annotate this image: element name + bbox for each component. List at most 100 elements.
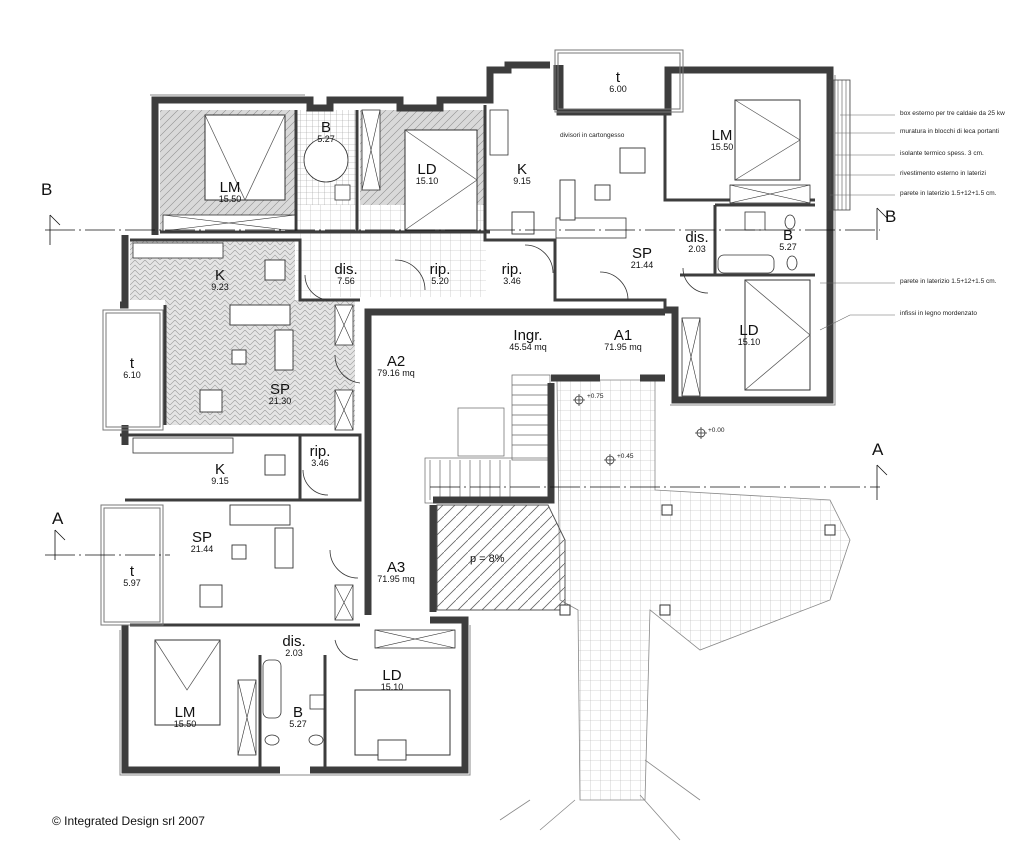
room-ld-bottom: LD 15.10: [370, 668, 414, 692]
room-sp-left1: SP 21.30: [258, 382, 302, 406]
room-name: K: [214, 461, 225, 478]
apartment-name: Ingr.: [513, 327, 543, 344]
apartment-area: 79.16 mq: [377, 368, 415, 378]
room-name: SP: [631, 245, 652, 262]
room-area: 21.44: [190, 544, 214, 554]
room-area: 6.10: [123, 370, 141, 380]
room-lm-topleft: LM 15.50: [208, 180, 252, 204]
room-area: 9.23: [211, 282, 229, 292]
room-name: SP: [269, 381, 290, 398]
room-name: B: [320, 119, 331, 136]
divisori-note: divisori in cartongesso: [560, 132, 625, 139]
room-k-left2: K 9.15: [200, 462, 240, 486]
room-area: 7.56: [337, 276, 355, 286]
room-name: B: [292, 704, 303, 721]
room-b-topleft: B 5.27: [306, 120, 346, 144]
room-rip-mid: rip. 3.46: [492, 262, 532, 286]
room-dis-bottom: dis. 2.03: [272, 634, 316, 658]
apartment-name: A3: [386, 559, 406, 576]
room-area: 21.30: [268, 396, 292, 406]
room-area: 3.46: [311, 458, 329, 468]
room-area: 5.27: [779, 242, 797, 252]
ramp-slope: p = 8%: [470, 553, 505, 565]
legend-item: isolante termico spess. 3 cm.: [900, 150, 984, 157]
room-lm-topright: LM 15.50: [700, 128, 744, 152]
room-area: 5.27: [289, 719, 307, 729]
room-name: t: [615, 69, 621, 86]
room-t-left1: t 6.10: [112, 356, 152, 380]
section-label-a-left: A: [52, 509, 64, 528]
room-area: 15.10: [737, 337, 761, 347]
room-area: 5.97: [123, 578, 141, 588]
section-label-b-right: B: [885, 207, 897, 226]
room-name: LD: [739, 322, 759, 339]
copyright-text: © Integrated Design srl 2007: [52, 814, 205, 828]
room-t-top: t 6.00: [598, 70, 638, 94]
legend-item: rivestimento esterno in laterizi: [900, 170, 986, 177]
room-rip-left1: rip. 5.20: [420, 262, 460, 286]
room-area: 5.27: [317, 134, 335, 144]
room-rip-left2: rip. 3.46: [300, 444, 340, 468]
room-dis-right: dis. 2.03: [675, 230, 719, 254]
room-b-bottom: B 5.27: [278, 705, 318, 729]
level-045: +0.45: [617, 453, 634, 460]
room-dis-left1: dis. 7.56: [324, 262, 368, 286]
apartment-area: 45.54 mq: [509, 342, 547, 352]
room-name: dis.: [334, 261, 358, 278]
apartment-a2: A2 79.16 mq: [368, 354, 424, 378]
room-name: dis.: [685, 229, 709, 246]
apartment-ingr: Ingr. 45.54 mq: [498, 328, 558, 352]
room-name: LD: [417, 161, 437, 178]
room-area: 2.03: [688, 244, 706, 254]
section-label-b-left: B: [41, 180, 53, 199]
room-ld-topleft: LD 15.10: [405, 162, 449, 186]
apartment-name: A1: [613, 327, 633, 344]
room-name: LM: [174, 704, 196, 721]
legend-item: infissi in legno mordenzato: [900, 310, 977, 317]
room-area: 15.10: [415, 176, 439, 186]
room-area: 5.20: [431, 276, 449, 286]
room-name: LD: [382, 667, 402, 684]
room-name: LM: [219, 179, 241, 196]
level-075: +0.75: [587, 393, 604, 400]
room-name: dis.: [282, 633, 306, 650]
legend-item: muratura in blocchi di leca portanti: [900, 128, 999, 135]
legend-item: parete in laterizio 1.5+12+1.5 cm.: [900, 190, 997, 197]
room-area: 3.46: [503, 276, 521, 286]
legend-item: box esterno per tre caldaie da 25 kw: [900, 110, 1005, 117]
room-name: SP: [191, 529, 212, 546]
room-name: t: [129, 563, 135, 580]
room-area: 9.15: [211, 476, 229, 486]
apartment-a3: A3 71.95 mq: [366, 560, 426, 584]
room-area: 15.50: [710, 142, 734, 152]
room-sp-left2: SP 21.44: [180, 530, 224, 554]
room-b-right: B 5.27: [768, 228, 808, 252]
room-name: LM: [711, 127, 733, 144]
room-lm-bottom: LM 15.50: [163, 705, 207, 729]
apartment-area: 71.95 mq: [377, 574, 415, 584]
room-k-topmid: K 9.15: [502, 162, 542, 186]
room-area: 9.15: [513, 176, 531, 186]
apartment-area: 71.95 mq: [604, 342, 642, 352]
apartment-name: A2: [386, 353, 406, 370]
room-name: rip.: [429, 261, 451, 278]
room-name: t: [129, 355, 135, 372]
room-name: B: [782, 227, 793, 244]
room-name: rip.: [501, 261, 523, 278]
legend-item: parete in laterizio 1.5+12+1.5 cm.: [900, 278, 997, 285]
room-area: 6.00: [609, 84, 627, 94]
room-area: 15.50: [218, 194, 242, 204]
room-area: 21.44: [630, 260, 654, 270]
level-000: +0.00: [708, 427, 725, 434]
room-k-left1: K 9.23: [200, 268, 240, 292]
room-name: K: [214, 267, 225, 284]
room-name: rip.: [309, 443, 331, 460]
room-area: 2.03: [285, 648, 303, 658]
room-ld-right: LD 15.10: [727, 323, 771, 347]
section-label-a-right: A: [872, 440, 884, 459]
room-t-left2: t 5.97: [112, 564, 152, 588]
room-sp-right: SP 21.44: [620, 246, 664, 270]
room-area: 15.50: [173, 719, 197, 729]
room-name: K: [516, 161, 527, 178]
